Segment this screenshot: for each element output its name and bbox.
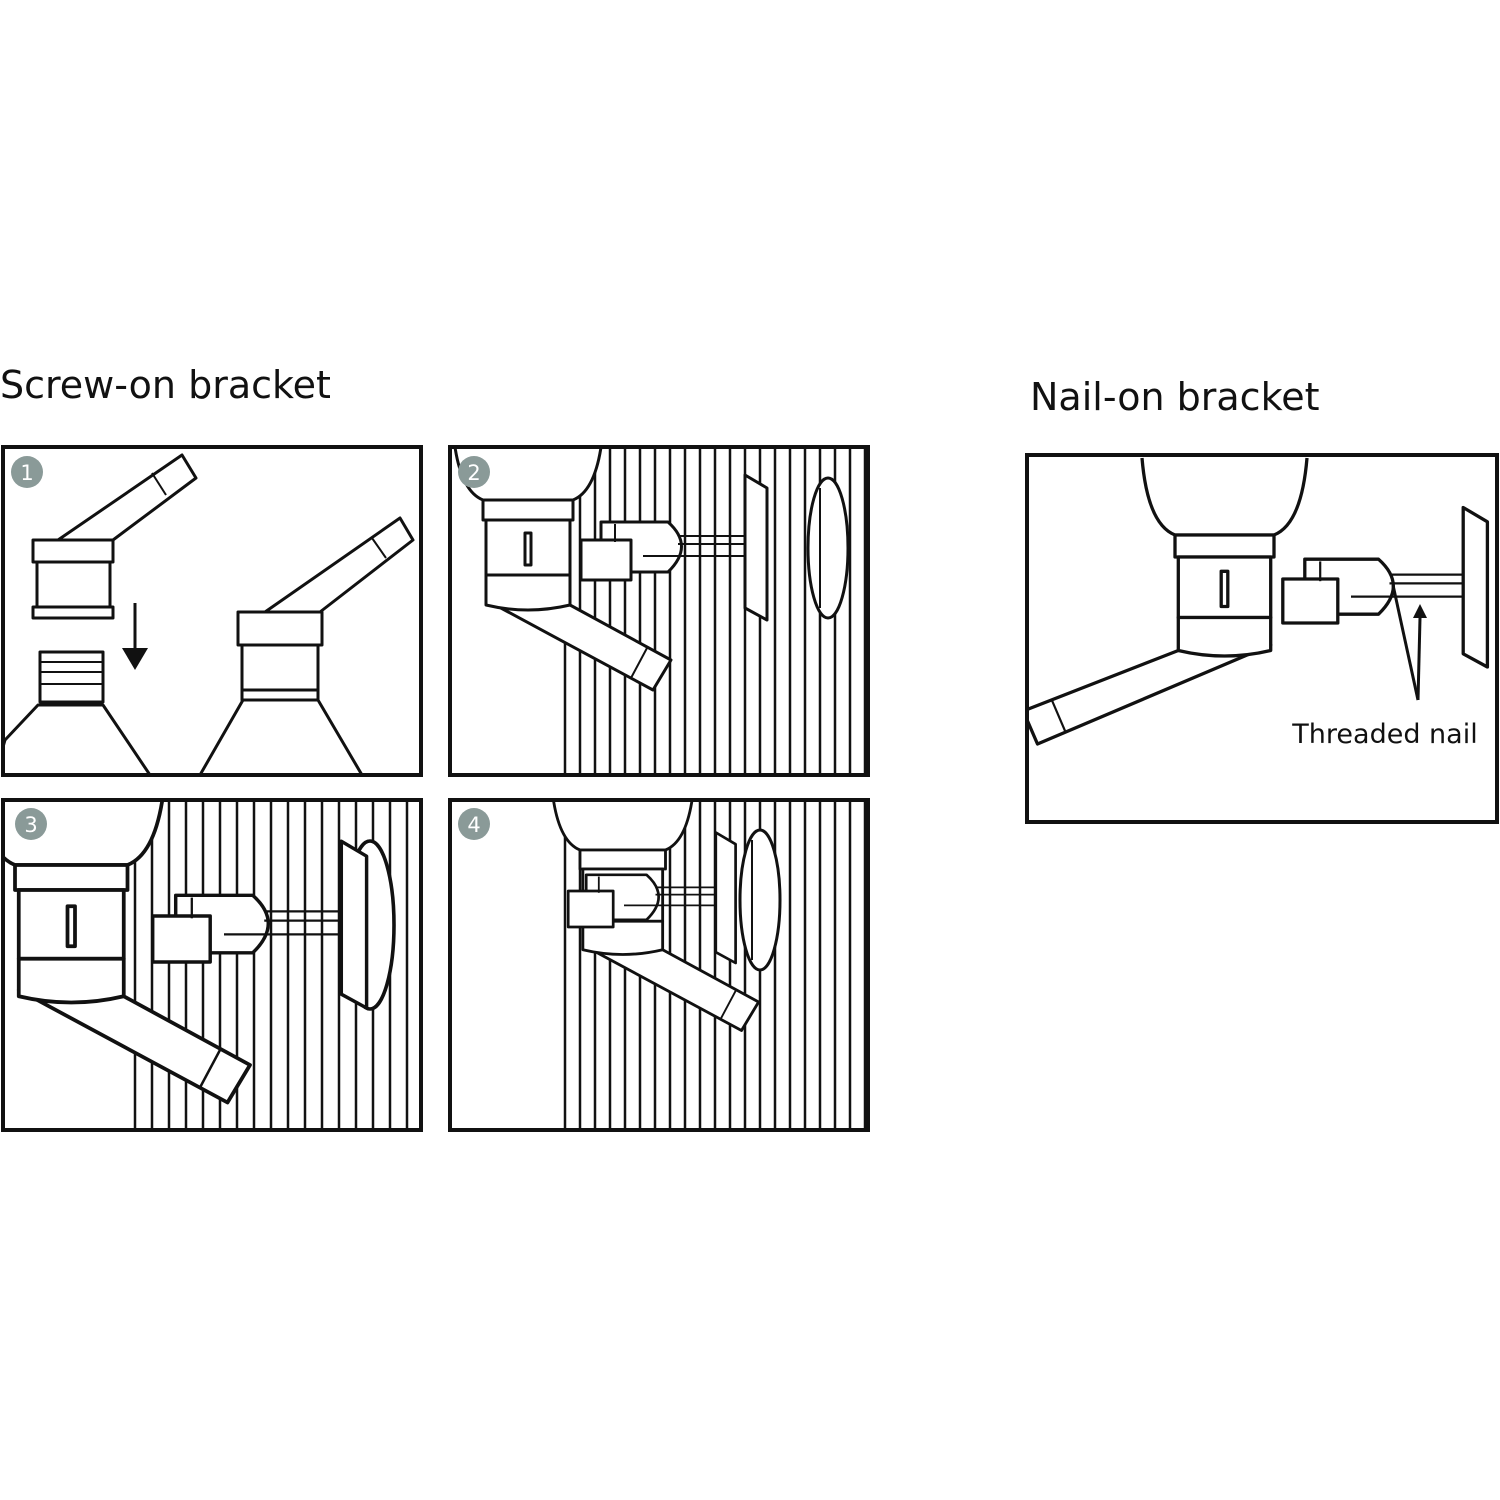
screw-on-title: Screw-on bracket [0, 363, 331, 407]
bottle [5, 703, 151, 773]
step-3-panel: 3 [1, 798, 423, 1132]
step-badge: 4 [458, 808, 490, 840]
nail-on-title: Nail-on bracket [1030, 375, 1320, 419]
svg-text:4: 4 [467, 813, 480, 837]
pointer-arrows [1391, 584, 1427, 701]
svg-text:1: 1 [20, 461, 33, 485]
svg-text:2: 2 [467, 461, 480, 485]
feeder-cap [31, 538, 115, 564]
step-badge: 3 [15, 808, 47, 840]
step-2-panel: 2 [448, 445, 870, 777]
step-1-panel: 1 [1, 445, 423, 777]
step-4-panel: 4 [448, 798, 870, 1132]
suction-cup [738, 828, 782, 972]
suction-cup [806, 476, 850, 620]
down-arrow-icon [122, 603, 148, 670]
step-badge: 1 [11, 456, 43, 488]
svg-text:3: 3 [24, 813, 37, 837]
nail-on-panel: Threaded nail [1025, 453, 1499, 824]
threaded-nail-label: Threaded nail [1291, 719, 1477, 750]
step-badge: 2 [458, 456, 490, 488]
